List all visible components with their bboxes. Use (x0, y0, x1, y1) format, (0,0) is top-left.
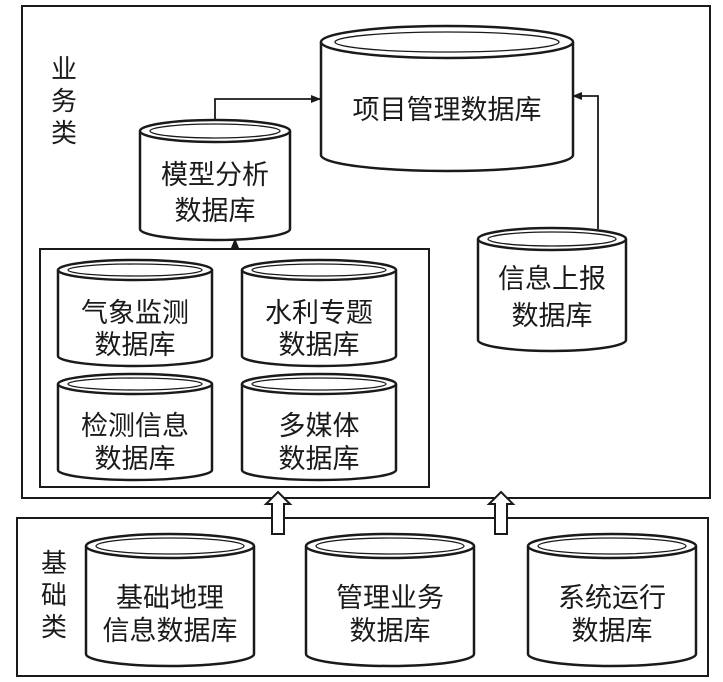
report-db-label-line2: 数据库 (512, 301, 593, 332)
inspect-db-label-line2: 数据库 (95, 444, 176, 475)
weather-db-label-line2: 数据库 (95, 330, 176, 361)
model-analysis-database: 模型分析 数据库 (138, 118, 292, 242)
water-db-label-line1: 水利专题 (265, 298, 373, 329)
inspection-info-database: 检测信息 数据库 (56, 372, 214, 482)
management-business-database: 管理业务 数据库 (304, 532, 476, 668)
report-to-project-arrow (572, 92, 599, 229)
water-conservancy-database: 水利专题 数据库 (240, 258, 398, 368)
basic-label-char-1: 基 (41, 549, 67, 579)
info-report-database: 信息上报 数据库 (476, 226, 628, 353)
mgmt-db-label-line1: 管理业务 (336, 583, 444, 614)
basic-to-business-arrow-right (486, 490, 516, 535)
business-group-label: 业 务 类 (51, 55, 77, 149)
mgmt-db-label-line2: 数据库 (350, 616, 431, 647)
system-operation-database: 系统运行 数据库 (526, 532, 698, 668)
business-label-char-1: 业 (51, 55, 77, 85)
model-db-label-line1: 模型分析 (161, 160, 269, 191)
business-label-char-3: 类 (51, 119, 77, 149)
geo-db-label-line2: 信息数据库 (103, 616, 238, 647)
water-db-label-line2: 数据库 (279, 330, 360, 361)
basic-group-label: 基 础 类 (41, 549, 67, 643)
geo-db-label-line1: 基础地理 (116, 583, 224, 614)
basic-geographic-database: 基础地理 信息数据库 (84, 532, 256, 668)
project-db-label: 项目管理数据库 (353, 95, 542, 126)
basic-label-char-2: 础 (41, 581, 67, 611)
weather-monitoring-database: 气象监测 数据库 (56, 258, 214, 368)
sysrun-db-label-line2: 数据库 (572, 616, 653, 647)
basic-to-business-arrow-left (263, 490, 293, 535)
model-to-project-arrow (214, 95, 321, 121)
basic-group-box (16, 517, 709, 677)
media-db-label-line2: 数据库 (279, 444, 360, 475)
weather-db-label-line1: 气象监测 (81, 298, 189, 329)
report-db-label-line1: 信息上报 (498, 264, 606, 295)
model-db-label-line2: 数据库 (175, 196, 256, 227)
inspect-db-label-line1: 检测信息 (81, 411, 189, 442)
basic-label-char-3: 类 (41, 613, 67, 643)
business-label-char-2: 务 (51, 87, 77, 117)
multimedia-database: 多媒体 数据库 (240, 372, 398, 482)
project-management-database: 项目管理数据库 (319, 24, 575, 173)
business-group-box (21, 5, 711, 499)
sysrun-db-label-line1: 系统运行 (558, 583, 666, 614)
media-db-label-line1: 多媒体 (279, 411, 360, 442)
